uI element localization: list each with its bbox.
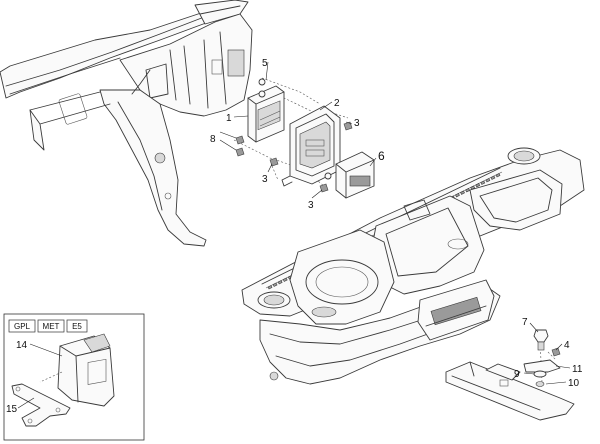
vent-slot [465,188,471,193]
callout-3-left: 3 [262,174,268,185]
callout-5: 5 [262,58,268,69]
variant-tag-e5: E5 [72,322,82,331]
variant-tag-met: MET [43,322,60,331]
variant-tags: GPL MET E5 [8,319,88,333]
vehicle-body-section [0,0,253,247]
vent-slot [480,180,486,185]
vent-slot [485,178,491,183]
callout-3-bottom: 3 [308,200,314,211]
vent-slot [470,185,476,190]
variant-inset: GPL MET E5 [3,313,145,441]
vent-slot [277,280,283,285]
vent-slot [475,183,481,188]
vent-slot [282,277,288,282]
callout-6: 6 [378,149,385,163]
lower-bracket-assembly [445,329,575,421]
ecu-assembly [233,77,375,199]
callout-numbers: 5 1 2 8 3 3 3 6 7 4 11 9 10 14 15 [6,58,583,415]
vent-slot [495,173,501,178]
callout-9: 9 [514,369,520,380]
vent-slot [460,190,465,195]
callout-4: 4 [564,340,570,351]
callout-8: 8 [210,134,216,145]
callout-leaders [17,61,571,409]
callout-10: 10 [568,378,580,389]
vent-slot [272,282,278,287]
callout-2: 2 [334,98,340,109]
callout-7: 7 [522,317,528,328]
callout-1: 1 [226,113,232,124]
callout-15: 15 [6,404,18,415]
callout-14: 14 [16,340,28,351]
callout-11: 11 [572,364,583,375]
vent-slot [455,193,460,198]
vent-slot [267,285,273,290]
variant-tag-gpl: GPL [14,322,31,331]
callout-3-right: 3 [354,118,360,129]
vent-slot [490,175,496,180]
dashboard-assembly [241,147,585,385]
